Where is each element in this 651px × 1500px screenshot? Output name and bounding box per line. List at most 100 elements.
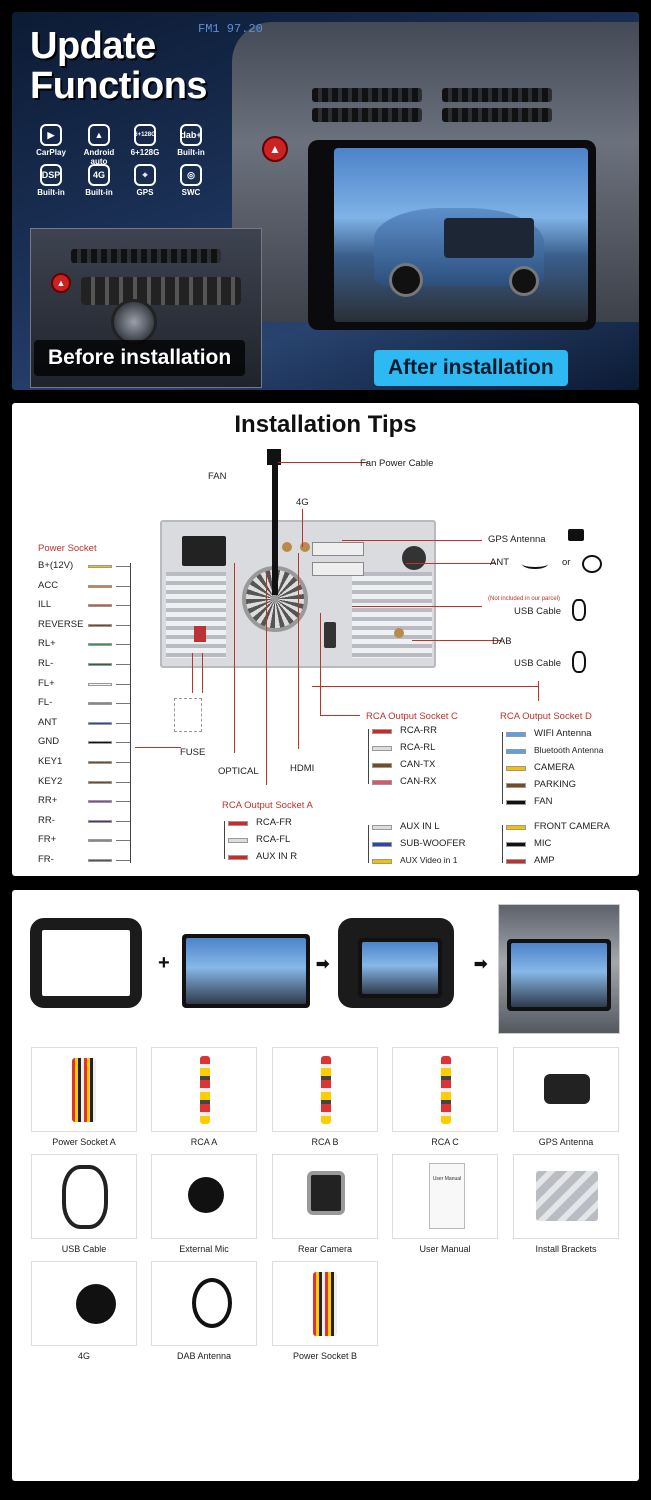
manual-icon: User Manual — [429, 1163, 465, 1229]
connector-swatch — [372, 780, 392, 785]
4g-icon: 4G — [88, 164, 110, 186]
feature-android-auto: ▲ Android auto — [82, 124, 116, 166]
power-pin-label: ACC — [38, 579, 59, 591]
feature-gps: ⌖GPS — [128, 164, 162, 197]
part-tile — [392, 1047, 498, 1132]
part-tile — [31, 1154, 137, 1239]
harness-icon — [313, 1272, 337, 1336]
air-vent — [442, 108, 552, 122]
harness-icon — [72, 1058, 96, 1122]
connector-swatch — [228, 855, 248, 860]
power-pin-label: FL- — [38, 697, 53, 709]
part-tile — [151, 1261, 257, 1346]
connector-label: CAN-TX — [400, 759, 436, 770]
usb-cable-icon — [572, 651, 586, 673]
power-pin-label: RL- — [38, 658, 54, 669]
connector-label: CAN-RX — [400, 776, 437, 787]
wire-swatch — [88, 721, 112, 725]
connector-swatch — [372, 746, 392, 751]
connector-swatch — [228, 838, 248, 843]
fuse-label: FUSE — [180, 747, 206, 758]
connector-label: Bluetooth Antenna — [534, 745, 604, 755]
feature-label: Android auto — [83, 148, 115, 166]
wire-swatch — [88, 682, 112, 686]
connector-label: AUX IN L — [400, 821, 440, 832]
4g-label: 4G — [296, 497, 309, 508]
mounting-frame — [30, 918, 142, 1008]
part-label: User Manual — [419, 1244, 471, 1254]
carplay-icon: ▶ — [40, 124, 62, 146]
connector-swatch — [372, 842, 392, 847]
feature-dab: dab+Built-in — [174, 124, 208, 157]
radio-readout: FM1 97.20 — [198, 22, 263, 36]
wire-swatch — [88, 780, 112, 784]
feature-label: SWC — [181, 188, 201, 197]
power-pin-label: REVERSE — [38, 618, 84, 630]
rca-a-title: RCA Output Socket A — [222, 800, 313, 811]
part-label: Install Brackets — [535, 1244, 597, 1254]
air-vent — [312, 88, 422, 102]
installed-photo — [498, 904, 620, 1034]
wire-swatch — [88, 565, 112, 568]
part-label: RCA A — [190, 1137, 218, 1147]
wire-swatch — [88, 839, 112, 843]
part-tile — [151, 1047, 257, 1132]
hdmi-label: HDMI — [290, 763, 315, 774]
android-auto-icon: ▲ — [88, 124, 110, 146]
part-tile — [272, 1047, 378, 1132]
connector-swatch — [372, 825, 392, 830]
connector-label: AUX Video in 1 — [400, 855, 458, 865]
part-tile — [272, 1261, 378, 1346]
antenna-icon — [522, 559, 548, 569]
air-vent — [312, 108, 422, 122]
power-pin-label: ANT — [38, 716, 57, 728]
wire-swatch — [88, 761, 112, 764]
connector-label: RCA-FR — [256, 817, 292, 828]
part-label: DAB Antenna — [176, 1351, 232, 1361]
feature-swc: ◎SWC — [174, 164, 208, 197]
part-label: GPS Antenna — [538, 1137, 594, 1147]
wire-swatch — [88, 623, 112, 627]
fan-cable — [272, 455, 278, 595]
part-label: RCA C — [431, 1137, 459, 1147]
power-pin-label: FL+ — [38, 677, 55, 689]
part-label: USB Cable — [61, 1244, 107, 1254]
connector-swatch — [372, 763, 392, 768]
wire-swatch — [88, 702, 112, 706]
headunit-device — [182, 934, 310, 1008]
part-tile — [151, 1154, 257, 1239]
power-pin-label: FR- — [38, 854, 54, 865]
power-pin-label: GND — [38, 736, 60, 748]
mic-icon — [188, 1177, 224, 1213]
suv-photo — [334, 148, 588, 322]
rca-icon — [321, 1056, 331, 1124]
part-tile — [513, 1154, 619, 1239]
connector-label: WIFI Antenna — [534, 728, 592, 739]
usb-cable-label-2: USB Cable — [514, 658, 561, 669]
power-socket-title: Power Socket — [38, 543, 97, 554]
part-label: Power Socket B — [292, 1351, 358, 1361]
hazard-icon: ▲ — [262, 136, 288, 162]
air-vent — [442, 88, 552, 102]
part-tile — [513, 1047, 619, 1132]
wire-swatch — [88, 643, 112, 647]
update-functions-panel: FM1 97.20 Update Functions ▶CarPlay▲Andr… — [12, 12, 639, 390]
part-label: RCA B — [311, 1137, 339, 1147]
dab-icon — [192, 1278, 232, 1328]
part-tile — [31, 1047, 137, 1132]
gps-icon — [544, 1074, 590, 1104]
dsp-icon: DSP — [40, 164, 62, 186]
connector-label: SUB-WOOFER — [400, 838, 466, 849]
optical-label: OPTICAL — [218, 766, 259, 777]
feature-label: Built-in — [177, 148, 205, 157]
connector-label: RCA-FL — [256, 834, 291, 845]
usb-cable-label-1: USB Cable — [514, 606, 561, 617]
wire-swatch — [88, 604, 112, 608]
connector-label: CAMERA — [534, 762, 575, 773]
antenna-cable-icon — [582, 555, 602, 573]
connector-label: FAN — [534, 796, 553, 807]
connector-label: FRONT CAMERA — [534, 821, 610, 832]
wire-swatch — [88, 663, 112, 666]
